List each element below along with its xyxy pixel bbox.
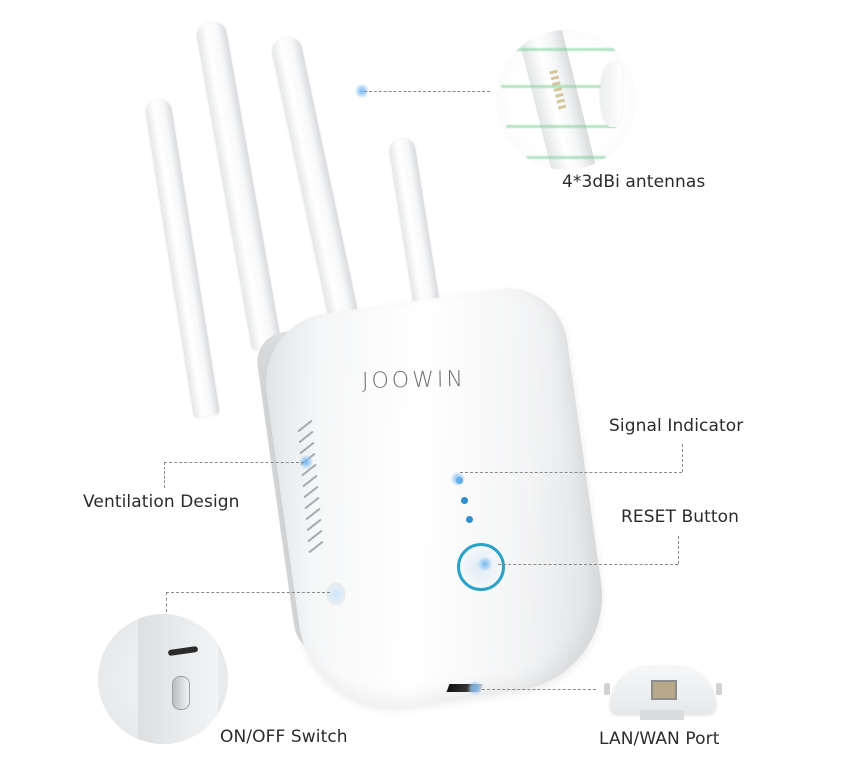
reset-callout-vline <box>678 536 679 564</box>
signal-callout-dot <box>451 472 465 486</box>
brand-logo: JOOWIN <box>361 367 467 394</box>
antenna-callout-line <box>364 91 490 92</box>
antenna-1 <box>144 97 220 419</box>
ventilation-label: Ventilation Design <box>83 492 240 512</box>
antennas-label: 4*3dBi antennas <box>562 172 706 192</box>
lan-wan-port-label: LAN/WAN Port <box>599 729 720 749</box>
signal-callout-line <box>460 472 682 473</box>
antenna-fin-icon <box>600 63 622 127</box>
power-switch-label: ON/OFF Switch <box>220 727 348 747</box>
reset-callout-line <box>498 564 678 565</box>
antenna-callout-dot <box>355 84 369 98</box>
port-callout-line <box>482 689 596 690</box>
vent-callout-vline <box>164 462 165 488</box>
signal-led-3 <box>466 516 473 523</box>
signal-indicator-label: Signal Indicator <box>609 416 744 436</box>
power-switch[interactable] <box>328 584 344 604</box>
switch-callout-vline <box>166 592 167 612</box>
signal-led-2 <box>461 497 468 504</box>
signal-callout-vline <box>682 444 683 472</box>
switch-callout-line <box>166 592 330 593</box>
vent-callout-dot <box>299 455 313 469</box>
port-tab-left <box>604 683 610 695</box>
port-callout-dot <box>468 681 482 695</box>
switch-detail-inset <box>98 614 228 744</box>
port-base <box>640 710 684 720</box>
reset-callout-dot <box>478 557 492 571</box>
vent-callout-line <box>164 462 304 463</box>
switch-knob-icon <box>172 676 190 710</box>
reset-button-label: RESET Button <box>621 507 740 527</box>
extender-body <box>256 280 615 720</box>
antenna-2 <box>194 20 282 351</box>
port-tab-right <box>716 683 722 695</box>
antenna-3 <box>269 35 364 346</box>
ethernet-jack-icon <box>651 680 677 700</box>
